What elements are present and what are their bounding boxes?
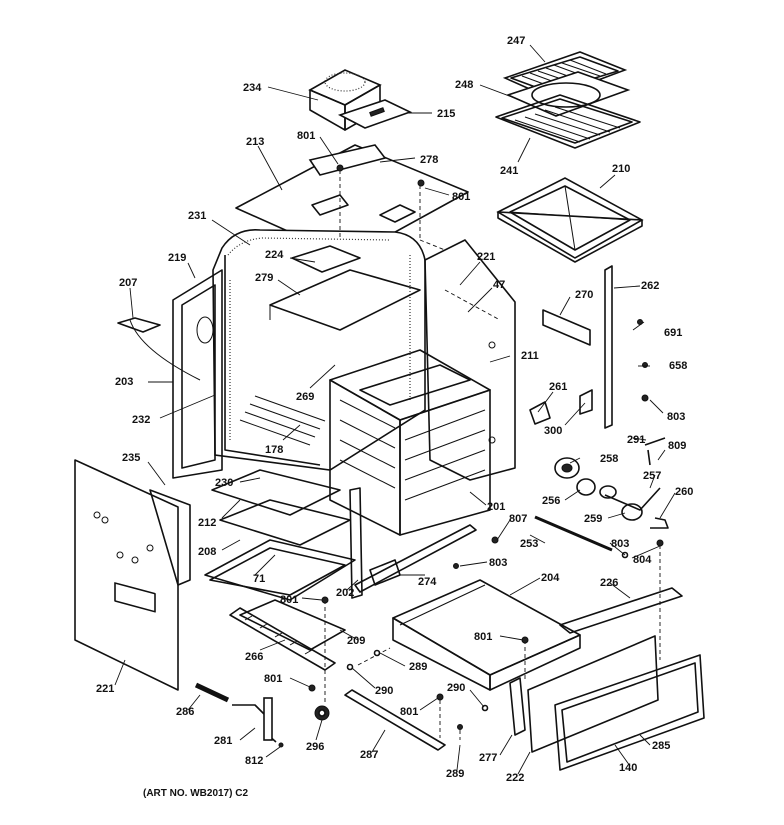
label-247: 247 xyxy=(507,35,525,47)
label-300: 300 xyxy=(544,425,562,437)
leader-lines xyxy=(114,44,676,775)
label-803-center: 803 xyxy=(489,557,507,569)
label-210: 210 xyxy=(612,163,630,175)
oven-rack-frame xyxy=(329,349,491,536)
drawer-rail xyxy=(344,689,446,751)
label-290-left: 290 xyxy=(375,685,393,697)
label-232: 232 xyxy=(132,414,150,426)
label-281: 281 xyxy=(214,735,232,747)
right-side-parts xyxy=(529,265,669,552)
label-260: 260 xyxy=(675,486,693,498)
label-201: 201 xyxy=(487,501,505,513)
label-253: 253 xyxy=(520,538,538,550)
label-285: 285 xyxy=(652,740,670,752)
label-801-drawer: 801 xyxy=(474,631,492,643)
label-202: 202 xyxy=(336,587,354,599)
label-801-center: 801 xyxy=(280,594,298,606)
label-207: 207 xyxy=(119,277,137,289)
label-224: 224 xyxy=(265,249,284,261)
label-222: 222 xyxy=(506,772,524,784)
label-801-bottom: 801 xyxy=(400,706,418,718)
label-211: 211 xyxy=(521,350,539,362)
label-231: 231 xyxy=(188,210,206,222)
label-234: 234 xyxy=(243,82,262,94)
label-291: 291 xyxy=(627,434,645,446)
label-803-right: 803 xyxy=(667,411,685,423)
label-801-lower: 801 xyxy=(264,673,282,685)
label-801-top: 801 xyxy=(297,130,315,142)
label-248: 248 xyxy=(455,79,473,91)
label-269: 269 xyxy=(296,391,314,403)
label-47: 47 xyxy=(493,279,505,291)
label-287: 287 xyxy=(360,749,378,761)
screw-markers xyxy=(308,164,664,730)
misc-left-parts xyxy=(117,317,201,381)
broiler-pan-assembly xyxy=(495,51,641,149)
back-panel xyxy=(424,239,516,481)
label-658: 658 xyxy=(669,360,687,372)
label-212: 212 xyxy=(198,517,216,529)
front-frame xyxy=(349,487,477,599)
label-257: 257 xyxy=(643,470,661,482)
bake-pan xyxy=(496,177,644,263)
label-803-right-lower: 803 xyxy=(611,538,629,550)
label-807: 807 xyxy=(509,513,527,525)
label-277: 277 xyxy=(479,752,497,764)
label-203: 203 xyxy=(115,376,133,388)
label-213: 213 xyxy=(246,136,264,148)
label-296: 296 xyxy=(306,741,324,753)
label-256: 256 xyxy=(542,495,560,507)
label-71: 71 xyxy=(253,573,265,585)
lower-panels xyxy=(204,469,356,651)
label-262: 262 xyxy=(641,280,659,292)
label-226: 226 xyxy=(600,577,618,589)
label-812: 812 xyxy=(245,755,263,767)
label-809: 809 xyxy=(668,440,686,452)
label-289-upper: 289 xyxy=(409,661,427,673)
label-801-top-right: 801 xyxy=(452,191,470,203)
side-panel-left xyxy=(172,269,223,479)
label-221-lower: 221 xyxy=(96,683,114,695)
art-number-caption: (ART NO. WB2017) C2 xyxy=(143,788,248,799)
label-259: 259 xyxy=(584,513,602,525)
ignitor-parts xyxy=(194,682,330,748)
label-289-lower: 289 xyxy=(446,768,464,780)
label-258: 258 xyxy=(600,453,618,465)
label-215: 215 xyxy=(437,108,455,120)
label-274: 274 xyxy=(418,576,437,588)
drawer-front xyxy=(509,635,705,771)
oven-cavity xyxy=(212,229,426,471)
label-209: 209 xyxy=(347,635,365,647)
label-804: 804 xyxy=(633,554,652,566)
part-number-labels: 247 248 241 210 234 215 801 213 278 801 … xyxy=(96,35,693,799)
label-278: 278 xyxy=(420,154,438,166)
label-204: 204 xyxy=(541,572,560,584)
label-208: 208 xyxy=(198,546,216,558)
label-219: 219 xyxy=(168,252,186,264)
label-235: 235 xyxy=(122,452,140,464)
label-221-upper: 221 xyxy=(477,251,495,263)
label-279: 279 xyxy=(255,272,273,284)
label-261: 261 xyxy=(549,381,567,393)
label-266: 266 xyxy=(245,651,263,663)
label-230: 230 xyxy=(215,477,233,489)
label-270: 270 xyxy=(575,289,593,301)
dashed-alignment-lines xyxy=(324,170,661,740)
label-178: 178 xyxy=(265,444,283,456)
front-panel xyxy=(74,459,191,691)
label-290-right: 290 xyxy=(447,682,465,694)
storage-drawer xyxy=(392,579,683,691)
label-241: 241 xyxy=(500,165,518,177)
top-burner-assembly xyxy=(308,69,413,131)
label-286: 286 xyxy=(176,706,194,718)
label-691: 691 xyxy=(664,327,682,339)
bake-burner xyxy=(229,607,336,671)
label-140: 140 xyxy=(619,762,637,774)
